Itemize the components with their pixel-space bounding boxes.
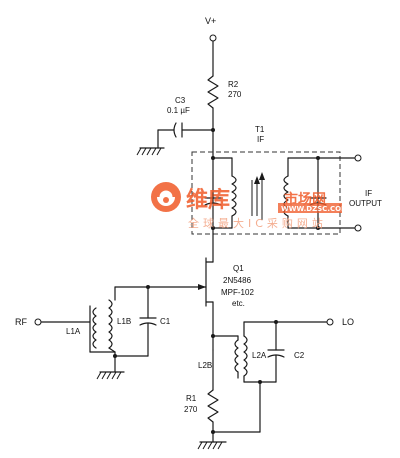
rf-input-terminal: RF <box>15 317 42 327</box>
watermark-logo-icon <box>151 182 181 212</box>
rf-label: RF <box>15 317 27 327</box>
c3-name: C3 <box>175 96 186 105</box>
lo-terminal: LO <box>326 317 354 327</box>
watermark-url: WWW.DZSC.COM <box>281 205 348 213</box>
l1a-label: L1A <box>66 327 81 336</box>
c2-label: C2 <box>294 351 305 360</box>
coil-l2b: L2B <box>198 335 239 379</box>
resistor-r2: R2 270 <box>207 75 242 109</box>
if-output-line2: OUTPUT <box>349 199 382 208</box>
r2-value: 270 <box>228 90 242 99</box>
capacitor-c1: C1 <box>113 285 171 358</box>
watermark-tagline: 全球最大IC采购网站 <box>188 216 327 230</box>
capacitor-c2: C2 <box>243 321 305 384</box>
ground-symbol-main <box>197 441 227 450</box>
transistor-q1: Q1 2N5486 MPF-102 etc. <box>147 257 254 351</box>
c3-value: 0.1 µF <box>167 106 190 115</box>
if-output-terminals: IF OUTPUT <box>349 154 382 232</box>
coil-l2a: L2A <box>243 321 267 383</box>
watermark-brand: 维库 <box>186 187 230 213</box>
ground-symbol-c3 <box>136 147 165 156</box>
watermark: 维库 市场网 WWW.DZSC.COM 全球最大IC采购网站 <box>151 182 348 230</box>
r1-name: R1 <box>186 394 197 403</box>
if-output-line1: IF <box>365 189 372 198</box>
coil-l1b: L1B <box>108 286 149 357</box>
t1-name: T1 <box>255 125 265 134</box>
supply-terminal: V+ <box>205 16 217 42</box>
l1b-label: L1B <box>117 317 131 326</box>
q1-part1: 2N5486 <box>223 276 252 285</box>
q1-part2: MPF-102 <box>221 288 254 297</box>
t1-type: IF <box>257 135 264 144</box>
q1-name: Q1 <box>233 264 244 273</box>
capacitor-c3: C3 0.1 µF <box>157 96 214 149</box>
r1-value: 270 <box>184 405 198 414</box>
supply-label: V+ <box>205 16 216 26</box>
q1-part3: etc. <box>232 299 245 308</box>
ground-symbol-l1 <box>96 371 125 380</box>
l2b-label: L2B <box>198 361 212 370</box>
lo-label: LO <box>342 317 354 327</box>
resistor-r1: R1 270 <box>184 389 219 423</box>
r2-name: R2 <box>228 80 239 89</box>
watermark-url-bg <box>278 203 342 213</box>
c1-label: C1 <box>160 317 171 326</box>
l2a-label: L2A <box>252 351 267 360</box>
coil-l1a: L1A <box>66 305 97 353</box>
